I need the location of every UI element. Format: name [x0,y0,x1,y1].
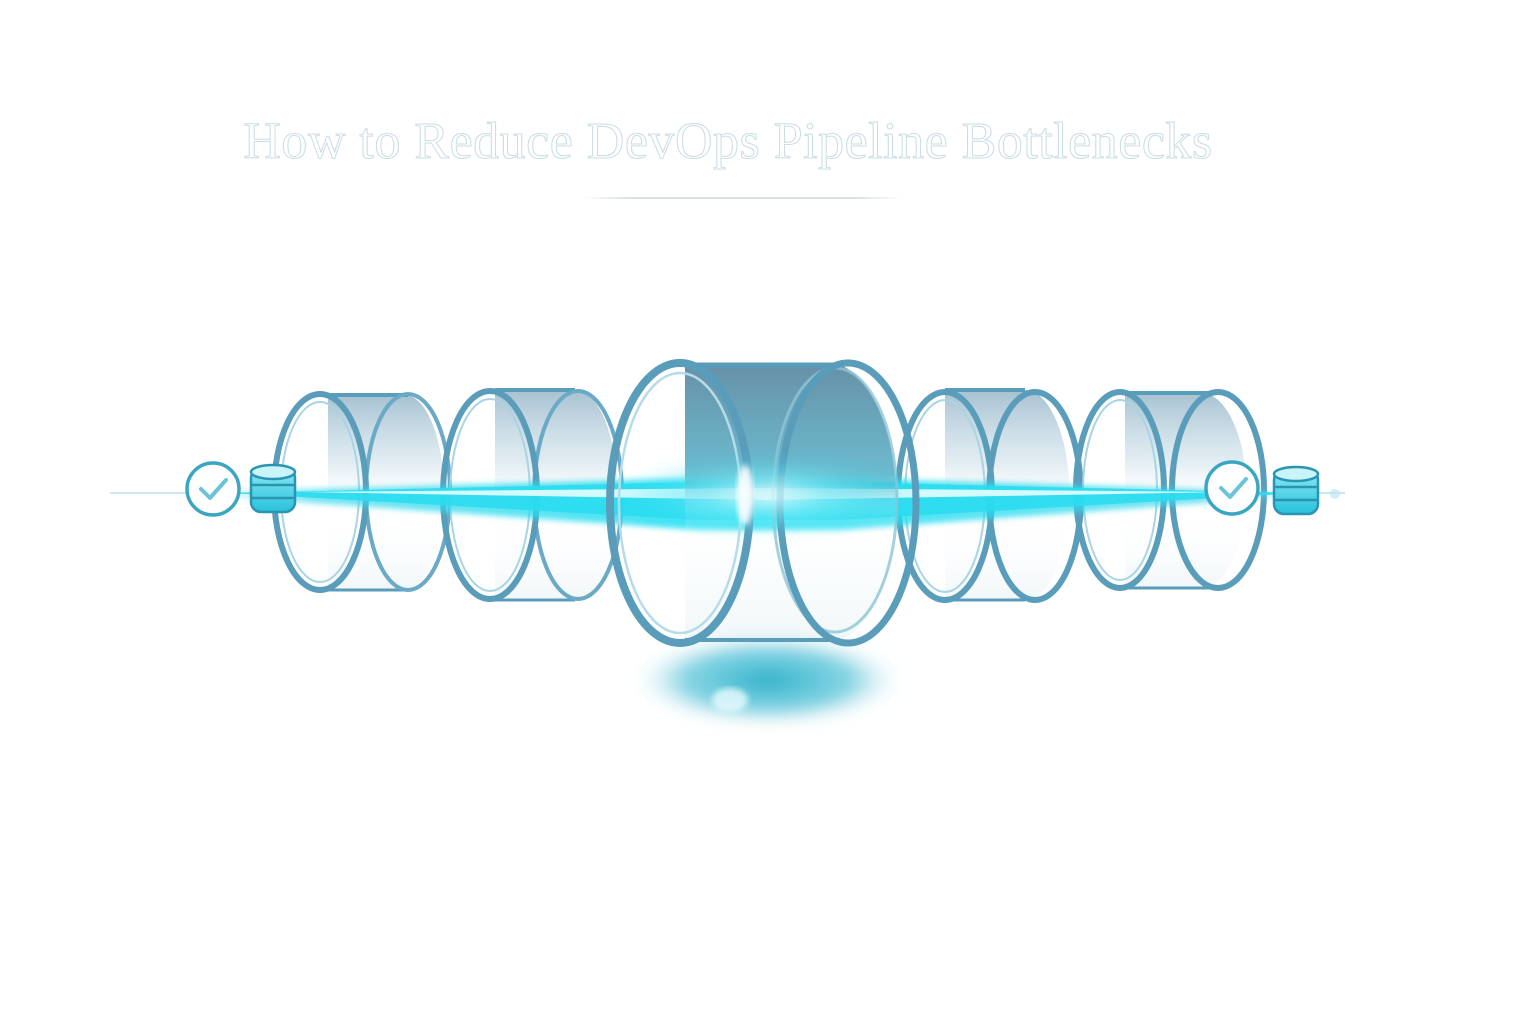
page-title: How to Reduce DevOps Pipeline Bottleneck… [243,113,1213,171]
right-database-icon [1272,465,1320,516]
title-divider [584,197,902,199]
stage-3-bottleneck-cylinder [606,359,920,647]
right-check-circle-icon [1204,460,1260,516]
left-check-circle-icon [185,461,241,517]
pipeline-illustration [0,330,1536,760]
left-database-icon [249,463,297,514]
bottleneck-reflection [628,630,908,730]
